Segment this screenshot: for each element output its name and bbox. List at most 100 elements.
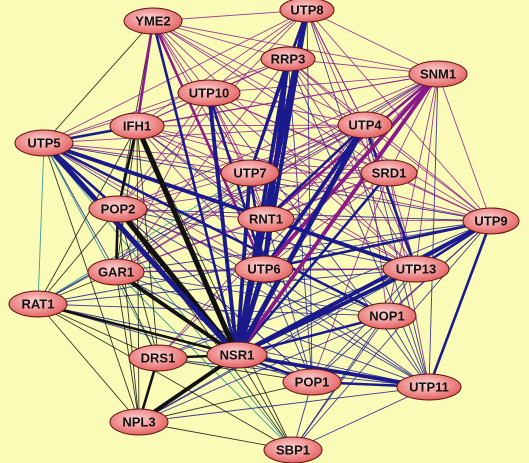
node-ellipse <box>128 344 188 372</box>
node-ellipse <box>8 290 68 318</box>
edge-utp6-utp4 <box>262 123 367 271</box>
edge-utp5-drs1 <box>43 142 159 359</box>
edge-nsr1-utp13 <box>236 267 417 357</box>
edge-nsr1-srd1 <box>236 172 390 356</box>
node-ellipse <box>109 408 169 436</box>
node-ellipse <box>462 207 520 235</box>
edge-utp11-utp9 <box>427 220 493 388</box>
edge-utp9-rnt1 <box>265 218 492 222</box>
edge-snm1-utp11 <box>428 73 439 388</box>
edge-npl3-pop1 <box>138 381 313 423</box>
node-ellipse <box>87 258 145 286</box>
node-label: RNT1 <box>249 212 283 227</box>
node-utp13[interactable]: UTP13 <box>382 255 450 283</box>
node-utp9[interactable]: UTP9 <box>462 207 520 235</box>
node-label: UTP13 <box>396 262 436 277</box>
node-label: UTP10 <box>189 86 229 101</box>
edge-rnt1-pop1 <box>265 218 313 383</box>
edge-nsr1-sbp1 <box>236 354 294 451</box>
edge-utp6-utp9 <box>263 219 492 271</box>
node-sbp1[interactable]: SBP1 <box>263 436 323 463</box>
node-ellipse <box>396 373 462 401</box>
node-yme2[interactable]: YME2 <box>123 7 183 35</box>
edge-utp11-npl3 <box>138 386 430 423</box>
edge-utp13-rat1 <box>37 268 417 305</box>
node-ellipse <box>14 129 74 157</box>
node-utp11[interactable]: UTP11 <box>396 373 462 401</box>
node-ellipse <box>260 46 316 72</box>
node-label: SRD1 <box>372 166 407 181</box>
node-ellipse <box>282 368 342 396</box>
edge-utp5-rat1 <box>37 142 45 305</box>
node-label: NOP1 <box>369 309 404 324</box>
node-pop1[interactable]: POP1 <box>282 368 342 396</box>
node-rat1[interactable]: RAT1 <box>8 290 68 318</box>
node-label: POP2 <box>101 202 136 217</box>
edge-utp4-gar1 <box>115 124 366 273</box>
edge-utp4-ifh1 <box>136 124 366 127</box>
edge-yme2-utp9 <box>152 20 492 222</box>
node-utp7[interactable]: UTP7 <box>220 159 280 187</box>
node-utp4[interactable]: UTP4 <box>337 111 393 139</box>
edge-rnt1-utp4 <box>265 124 366 220</box>
node-label: GAR1 <box>98 265 134 280</box>
edge-utp4-utp9 <box>364 124 492 222</box>
edge-utp7-rrp3 <box>248 58 290 174</box>
edge-rat1-pop2 <box>37 208 119 305</box>
edge-pop1-pop2 <box>117 208 313 383</box>
edge-nop1-utp5 <box>43 141 388 318</box>
node-rnt1[interactable]: RNT1 <box>237 205 295 233</box>
node-rrp3[interactable]: RRP3 <box>260 46 316 72</box>
edge-nsr1-utp10 <box>207 92 239 356</box>
node-label: UTP6 <box>247 262 280 277</box>
node-utp5[interactable]: UTP5 <box>14 129 74 157</box>
edge-gar1-utp5 <box>43 142 117 273</box>
node-nsr1[interactable]: NSR1 <box>206 341 268 369</box>
node-label: RAT1 <box>22 297 55 312</box>
node-label: SNM1 <box>420 67 456 82</box>
edge-nsr1-utp4 <box>234 123 368 357</box>
node-utp10[interactable]: UTP10 <box>177 79 241 107</box>
node-ellipse <box>109 112 165 140</box>
edge-utp6-pop2 <box>117 208 265 270</box>
node-ellipse <box>234 255 294 283</box>
edge-yme2-utp4 <box>152 20 366 126</box>
node-ellipse <box>123 7 183 35</box>
node-drs1[interactable]: DRS1 <box>128 344 188 372</box>
node-pop2[interactable]: POP2 <box>88 195 148 223</box>
edge-nsr1-snm1 <box>235 72 440 357</box>
edge-nsr1-gar1 <box>114 270 239 357</box>
node-ifh1[interactable]: IFH1 <box>109 112 165 140</box>
edge-utp6-snm1 <box>262 72 440 271</box>
edge-utp6-srd1 <box>263 172 390 270</box>
node-nop1[interactable]: NOP1 <box>357 302 417 330</box>
node-label: UTP4 <box>348 118 382 133</box>
node-label: IFH1 <box>123 119 151 134</box>
edge-snm1-utp9 <box>437 73 492 222</box>
node-utp6[interactable]: UTP6 <box>234 255 294 283</box>
edge-nop1-npl3 <box>138 315 388 423</box>
node-ellipse <box>237 205 295 233</box>
edge-gar1-drs1 <box>115 271 159 359</box>
node-srd1[interactable]: SRD1 <box>360 159 418 187</box>
node-snm1[interactable]: SNM1 <box>408 60 468 88</box>
edge-srd1-pop1 <box>311 172 390 383</box>
edge-nsr1-yme2 <box>151 20 239 356</box>
node-ellipse <box>177 79 241 107</box>
node-label: UTP11 <box>409 380 449 395</box>
node-gar1[interactable]: GAR1 <box>87 258 145 286</box>
node-label: DRS1 <box>141 351 176 366</box>
node-ellipse <box>382 255 450 283</box>
node-utp8[interactable]: UTP8 <box>279 0 335 23</box>
edge-pop2-npl3 <box>117 208 140 423</box>
edge-ifh1-yme2 <box>135 20 155 127</box>
node-npl3[interactable]: NPL3 <box>109 408 169 436</box>
edge-utp5-sbp1 <box>43 142 294 451</box>
edge-nop1-rat1 <box>37 303 388 317</box>
edge-npl3-rat1 <box>37 303 140 423</box>
edge-utp8-utp10 <box>208 9 308 94</box>
edge-nsr1-rat1 <box>37 302 238 357</box>
edge-nsr1-utp5 <box>42 141 239 357</box>
node-ellipse <box>88 195 148 223</box>
edge-utp9-sbp1 <box>292 220 492 451</box>
